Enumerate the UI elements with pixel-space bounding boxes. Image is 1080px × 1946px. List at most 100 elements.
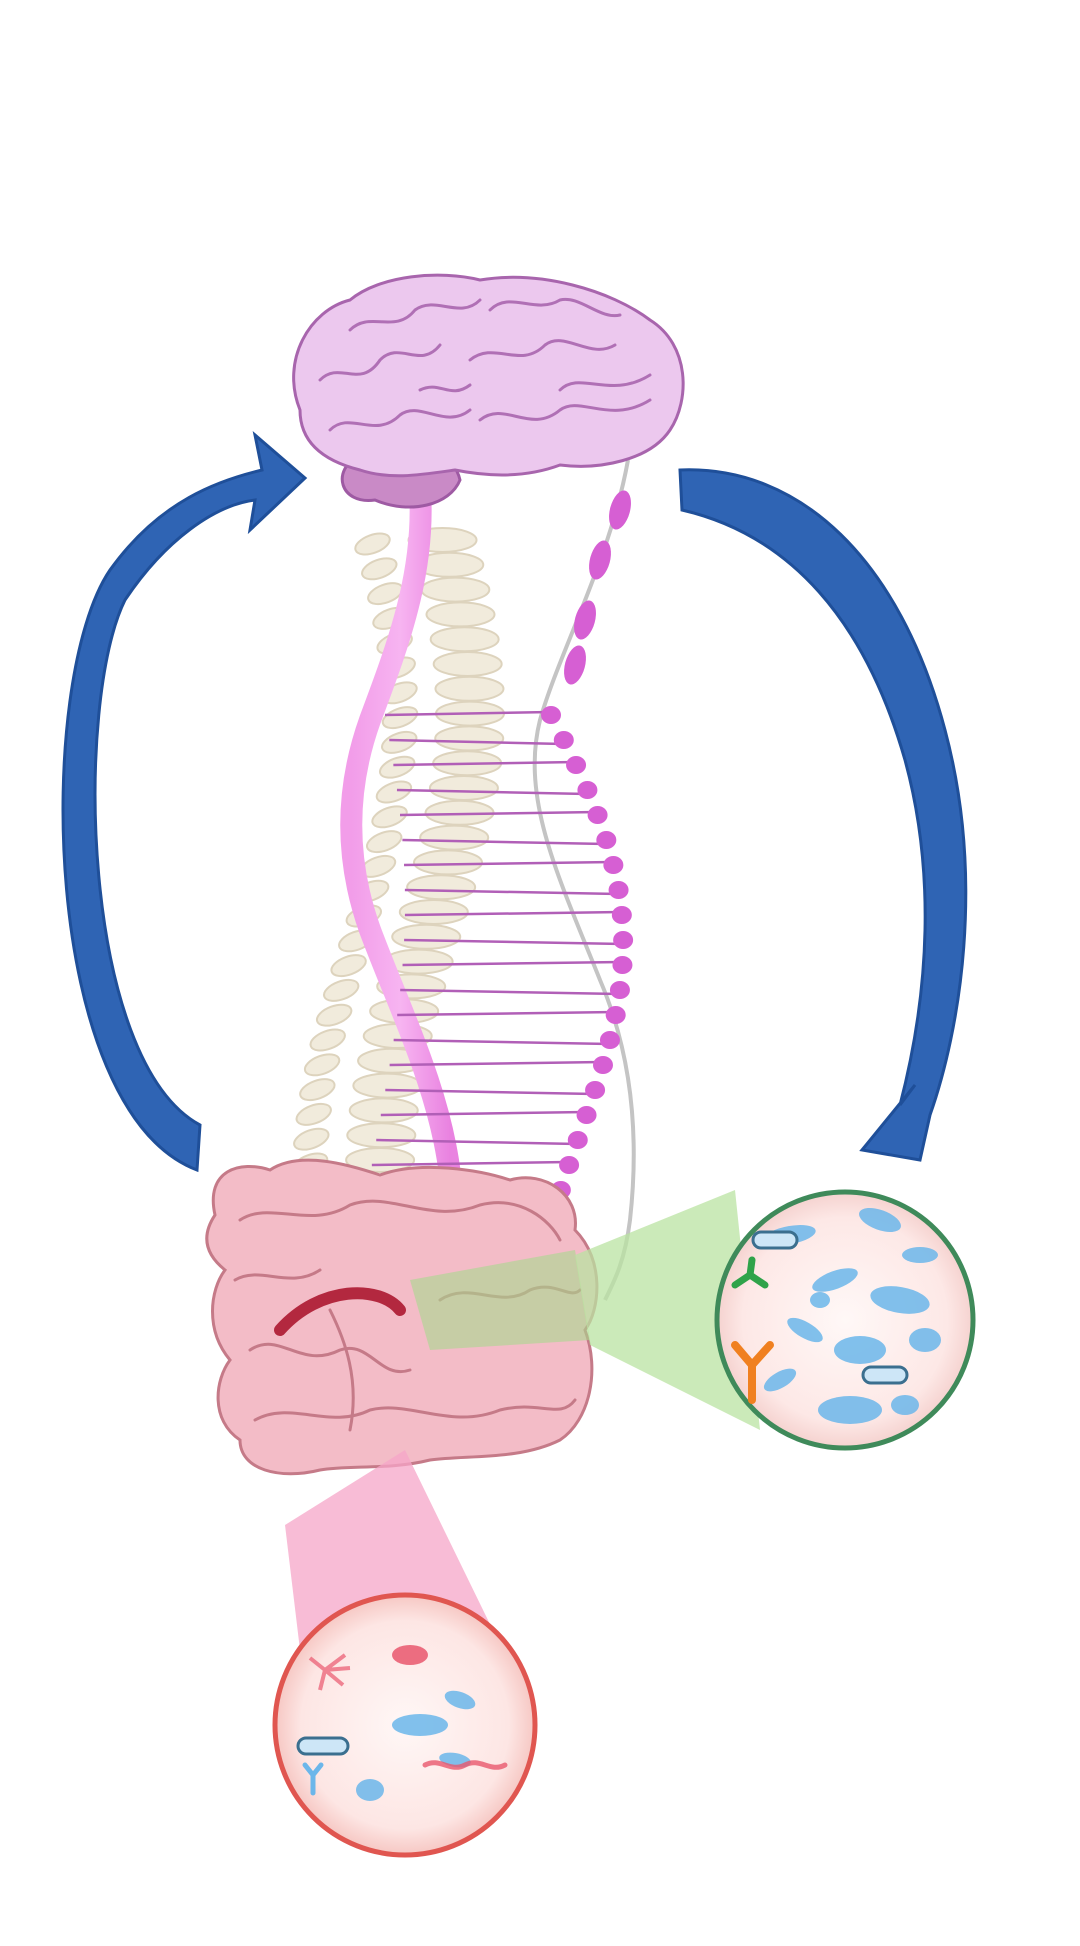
bacterium: [859, 1207, 901, 1233]
ganglion: [585, 1081, 606, 1099]
intestine-fold: [328, 1308, 355, 1432]
ganglion: [540, 706, 561, 724]
vertebra-process: [365, 830, 403, 854]
small-intestine-microbiota: [714, 1189, 976, 1451]
intestine-fold: [253, 1398, 577, 1422]
spinal-nerve: [404, 860, 614, 867]
ganglion: [609, 981, 630, 999]
bacterium: [392, 1645, 428, 1665]
ganglion: [608, 881, 629, 899]
antibody-green: [731, 1256, 769, 1289]
vertebra-process: [322, 978, 360, 1002]
vertebra-process: [315, 1003, 353, 1027]
small-intestine-highlight: [410, 1190, 760, 1430]
ganglion: [613, 931, 634, 949]
bacterium: [909, 1328, 941, 1352]
ganglion: [567, 1131, 588, 1149]
bacterium: [902, 1247, 938, 1263]
cervical-ganglion: [589, 540, 611, 580]
ganglion: [611, 906, 632, 924]
vertebra-process: [299, 1078, 336, 1102]
vertebra-process: [303, 1053, 341, 1077]
vertebra: [428, 775, 499, 801]
brain-gyrus: [488, 297, 622, 318]
vertebra: [398, 899, 469, 925]
vertebra-process: [361, 557, 398, 581]
spinal-nerve: [371, 1160, 570, 1167]
spinal-nerve: [399, 810, 598, 817]
vertebra-process: [371, 805, 408, 829]
vertebra: [419, 824, 490, 851]
brain-icon: [292, 273, 685, 509]
bacterium: [444, 1690, 476, 1710]
spinal-nerve: [393, 1038, 610, 1046]
vertebra: [425, 601, 496, 628]
spinal-cord: [340, 459, 461, 1186]
filamentous-bacterium: [308, 1653, 351, 1691]
spinal-nerve: [389, 1060, 604, 1067]
spinal-nerve: [384, 710, 552, 717]
ganglion: [559, 1156, 580, 1174]
bacterium: [356, 1779, 384, 1801]
bacterium: [392, 1714, 448, 1736]
bacterium: [763, 1368, 797, 1392]
ganglion: [587, 806, 608, 824]
cervical-ganglion: [574, 600, 596, 640]
spinal-nerve: [393, 760, 577, 767]
sympathetic-trunk: [532, 459, 636, 1301]
spinal-nerve: [385, 1088, 596, 1096]
bacterium: [891, 1395, 919, 1415]
antibody-blue: [302, 1762, 324, 1796]
vertebra-process: [378, 755, 416, 779]
bacterium: [810, 1292, 830, 1308]
spinal-nerve: [396, 788, 588, 796]
brain-gyrus: [468, 339, 617, 362]
vertebral-column: [291, 527, 505, 1176]
bacterium: [812, 1268, 858, 1292]
brain-gyrus: [478, 398, 652, 422]
vertebra: [420, 576, 491, 603]
brain-to-gut-arrow: [678, 468, 968, 1162]
spinal-nerve: [400, 988, 620, 996]
vertebra: [391, 923, 462, 950]
intestine-fold: [233, 1268, 322, 1282]
rod-bacterium: [751, 1230, 799, 1250]
vertebra-process: [381, 730, 418, 754]
cervical-ganglion: [564, 645, 586, 685]
intestine-fold: [248, 1342, 412, 1374]
spinal-nerve: [402, 960, 623, 967]
spinal-nerve: [397, 1010, 616, 1017]
intestine-fold: [238, 1199, 562, 1242]
cervical-ganglion: [609, 490, 631, 530]
spinal-nerve: [402, 838, 607, 846]
antibody-orange: [731, 1341, 774, 1404]
vertebra: [352, 1072, 423, 1099]
vertebra: [345, 1147, 416, 1173]
spinal-nerve: [389, 738, 564, 746]
bacterium: [787, 1317, 823, 1343]
spinal-nerve: [380, 1110, 587, 1117]
vertebra-process: [330, 954, 367, 978]
vertebra-process: [295, 1102, 332, 1126]
ganglion: [596, 831, 617, 849]
vertebra: [346, 1122, 417, 1149]
vertebra-process: [354, 532, 391, 556]
vertebra: [432, 651, 503, 677]
ganglion: [566, 756, 587, 774]
spinal-nerve: [404, 888, 619, 896]
colon-microbiota: [272, 1592, 538, 1858]
intestine-icon: [205, 1158, 599, 1476]
rod-bacterium: [296, 1736, 350, 1756]
ganglion: [553, 731, 574, 749]
vertebra: [348, 1097, 419, 1124]
vertebra-process: [293, 1127, 330, 1151]
rod-bacterium: [861, 1365, 909, 1385]
ganglion: [612, 956, 633, 974]
gut-to-brain-arrow: [61, 431, 308, 1173]
brain-gyrus: [348, 298, 482, 332]
brain-gyrus: [318, 343, 442, 382]
brain-gyrus: [558, 373, 652, 392]
ganglion: [576, 1106, 597, 1124]
